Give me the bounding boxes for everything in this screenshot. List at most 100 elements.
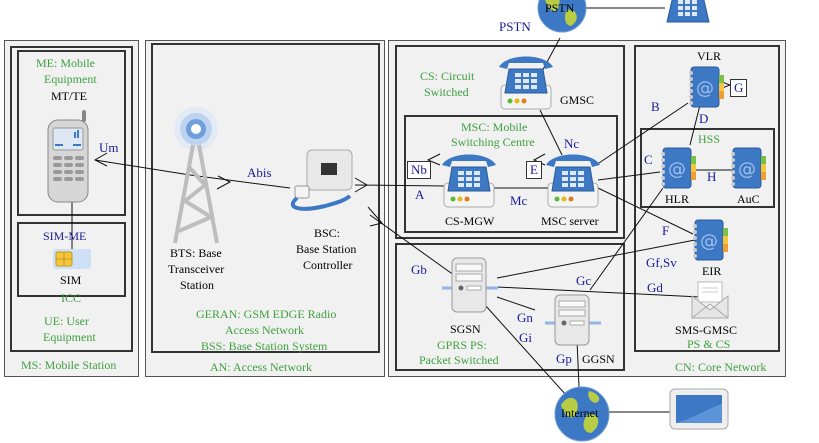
me-title-line2: Equipment xyxy=(44,72,97,86)
link-gd xyxy=(496,286,701,298)
interface-d: D xyxy=(699,111,709,126)
link-gn xyxy=(496,296,536,311)
hlr-database-icon: @ xyxy=(661,147,696,189)
interface-nc: Nc xyxy=(564,136,580,151)
bsc-label-line3: Controller xyxy=(303,258,353,272)
gprs-title-line2: Packet Switched xyxy=(419,353,499,367)
ue-title-line2: Equipment xyxy=(43,330,96,344)
cs-title-line2: Switched xyxy=(424,85,469,99)
sgsn-label: SGSN xyxy=(450,322,481,336)
link-a xyxy=(354,184,446,187)
pstn-globe-icon xyxy=(537,0,587,33)
sim-card-icon xyxy=(53,249,91,269)
link-um xyxy=(94,159,191,176)
bts-label-line1: BTS: Base xyxy=(170,246,222,260)
svg-text:@: @ xyxy=(668,159,686,180)
icc-label: ICC xyxy=(61,291,82,305)
arrow-gb xyxy=(367,206,383,227)
arrow-nb xyxy=(426,153,441,166)
pscs-title: PS & CS xyxy=(687,337,731,351)
interface-gi: Gi xyxy=(519,330,532,345)
geran-title-line3: BSS: Base Station System xyxy=(201,339,328,353)
interface-mc: Mc xyxy=(510,193,528,208)
link-gc xyxy=(589,187,664,291)
interface-gfsv: Gf,Sv xyxy=(646,255,677,270)
interface-gn: Gn xyxy=(517,310,533,325)
eir-database-icon: @ xyxy=(693,219,728,261)
bsc-label-line1: BSC: xyxy=(314,226,341,240)
msc-title-line1: MSC: Mobile xyxy=(461,120,528,134)
svg-text:@: @ xyxy=(700,231,718,252)
vlr-label: VLR xyxy=(697,49,721,63)
ms-title: MS: Mobile Station xyxy=(21,358,117,372)
interface-nb: Nb xyxy=(407,161,431,179)
interface-gc: Gc xyxy=(576,273,592,288)
sms-gmsc-label: SMS-GMSC xyxy=(675,323,738,337)
cs-mgw-phone-icon xyxy=(442,154,496,208)
msc-server-label: MSC server xyxy=(541,214,599,228)
cs-title-line1: CS: Circuit xyxy=(420,69,475,83)
an-title: AN: Access Network xyxy=(210,360,312,374)
geran-title-line2: Access Network xyxy=(225,323,304,337)
gprs-title-line1: GPRS PS: xyxy=(437,338,487,352)
me-title-line1: ME: Mobile xyxy=(36,56,95,70)
arrow-a xyxy=(354,177,368,193)
link-b xyxy=(595,102,689,166)
bsc-network-socket-icon xyxy=(290,149,353,211)
interface-a: A xyxy=(415,187,425,202)
hlr-label: HLR xyxy=(665,192,689,206)
gprs-box xyxy=(395,243,625,371)
link-gb xyxy=(369,214,466,284)
cs-mgw-label: CS-MGW xyxy=(445,214,495,228)
ggsn-server-icon xyxy=(545,294,601,346)
interface-abis: Abis xyxy=(247,165,272,180)
interface-e: E xyxy=(526,161,542,179)
link-f xyxy=(597,187,694,235)
link-d xyxy=(689,104,701,146)
sim-me-label: SIM-ME xyxy=(43,229,87,243)
cn-title: CN: Core Network xyxy=(675,360,767,374)
sgsn-server-icon xyxy=(442,257,498,313)
interface-gb: Gb xyxy=(411,262,427,277)
gmsc-label: GMSC xyxy=(560,93,595,107)
interface-c: C xyxy=(644,152,653,167)
svg-text:@: @ xyxy=(696,78,714,99)
ue-title-line1: UE: User xyxy=(44,314,89,328)
pstn-phone-icon xyxy=(666,0,710,23)
monitor-icon xyxy=(669,388,729,430)
auc-database-icon: @ xyxy=(731,147,766,189)
mtte-label: MT/TE xyxy=(51,89,87,103)
interface-g: G xyxy=(730,79,748,97)
interface-b: B xyxy=(651,99,660,114)
msc-title-line2: Switching Centre xyxy=(451,135,535,149)
arrow-abis xyxy=(216,175,232,190)
bts-label-line3: Station xyxy=(180,278,215,292)
link-gfsv xyxy=(496,239,696,279)
bsc-label-line2: Base Station xyxy=(296,242,357,256)
eir-label: EIR xyxy=(702,264,722,278)
bts-tower-icon xyxy=(173,107,219,244)
ggsn-label: GGSN xyxy=(582,352,615,366)
interface-gp: Gp xyxy=(556,351,572,366)
interface-f: F xyxy=(662,223,670,238)
pstn-globe-label: PSTN xyxy=(545,1,575,15)
interface-pstn: PSTN xyxy=(499,19,531,34)
sim-label: SIM xyxy=(60,273,82,287)
interface-gd: Gd xyxy=(647,280,663,295)
internet-globe-icon xyxy=(554,386,610,442)
internet-globe-label: Internet xyxy=(561,406,599,420)
link-gmsc-msc xyxy=(539,109,563,156)
geran-title-line1: GERAN: GSM EDGE Radio xyxy=(196,307,337,321)
vlr-database-icon: @ xyxy=(689,66,724,108)
msc-server-phone-icon xyxy=(546,154,600,208)
mobile-phone-icon xyxy=(47,110,89,203)
sms-envelope-icon xyxy=(691,281,729,319)
arrow-um xyxy=(93,152,108,167)
interface-h: H xyxy=(707,169,717,184)
link-c xyxy=(597,171,661,181)
link-gi xyxy=(484,304,576,406)
bts-label-line2: Transceiver xyxy=(168,262,225,276)
gmsc-phone-icon xyxy=(499,56,553,110)
interface-um: Um xyxy=(99,140,119,155)
svg-text:@: @ xyxy=(738,159,756,180)
